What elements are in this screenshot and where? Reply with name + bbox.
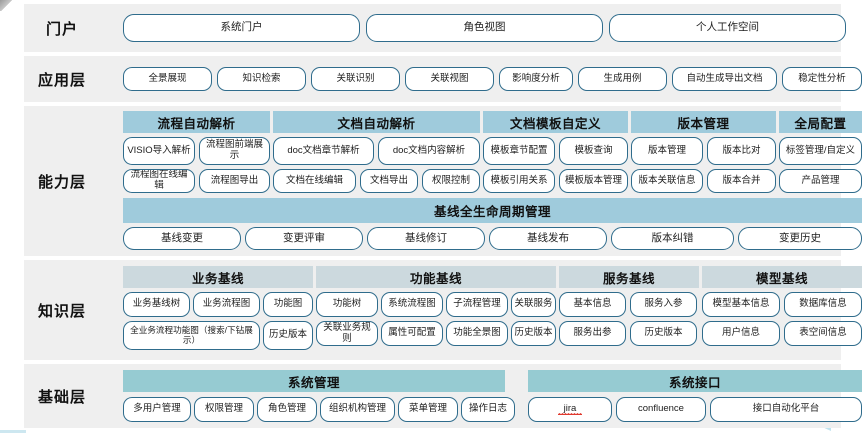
- application-item-3[interactable]: 关联视图: [405, 67, 494, 91]
- capability-item-1-1[interactable]: doc文档内容解析: [378, 137, 480, 165]
- knowledge-item-1-0[interactable]: 功能树: [316, 292, 378, 317]
- capability-lifecycle-item-4[interactable]: 版本纠错: [611, 227, 734, 250]
- foundation-group-header-1: 系统接口: [528, 370, 862, 392]
- layer-body-application: 全景展现 知识检索 关联识别 关联视图 影响度分析 生成用例 自动生成导出文档 …: [100, 56, 862, 102]
- portal-item-2[interactable]: 个人工作空间: [609, 14, 846, 42]
- application-item-7[interactable]: 稳定性分析: [782, 67, 862, 91]
- capability-group-header-0: 流程自动解析: [123, 111, 270, 133]
- knowledge-group-header-2: 服务基线: [559, 266, 699, 288]
- capability-item-1-2[interactable]: 文档在线编辑: [273, 169, 356, 193]
- application-item-5[interactable]: 生成用例: [578, 67, 667, 91]
- knowledge-item-3-2[interactable]: 用户信息: [702, 321, 780, 346]
- layer-body-foundation: 系统管理 系统接口 多用户管理 权限管理 角色管理 组织机构管理 菜单管理 操作…: [100, 364, 862, 428]
- capability-item-3-3[interactable]: 版本合并: [707, 169, 776, 193]
- layer-label-foundation: 基础层: [37, 388, 86, 406]
- layer-row-capability: 能力层 流程自动解析 文档自动解析 文档模板自定义 版本管理 全局配置 VISI…: [24, 106, 862, 256]
- capability-item-3-2[interactable]: 版本关联信息: [631, 169, 703, 193]
- knowledge-item-1-3[interactable]: 关联服务: [511, 292, 556, 317]
- knowledge-group-header-0: 业务基线: [123, 266, 313, 288]
- knowledge-item-0-3[interactable]: 全业务流程功能图（搜索/下钻展示）: [123, 321, 260, 350]
- capability-group-header-2: 文档模板自定义: [483, 111, 628, 133]
- knowledge-item-2-0[interactable]: 基本信息: [559, 292, 626, 317]
- application-item-1[interactable]: 知识检索: [217, 67, 306, 91]
- capability-lifecycle-item-3[interactable]: 基线发布: [489, 227, 607, 250]
- capability-lifecycle-item-5[interactable]: 变更历史: [738, 227, 862, 250]
- layer-label-knowledge: 知识层: [37, 302, 86, 320]
- capability-item-2-0[interactable]: 模板章节配置: [483, 137, 555, 165]
- knowledge-item-1-2[interactable]: 子流程管理: [446, 292, 508, 317]
- capability-lifecycle-header: 基线全生命周期管理: [123, 198, 862, 223]
- foundation-item-0-1[interactable]: 权限管理: [194, 397, 254, 422]
- layer-row-portal: 门户 系统门户 角色视图 个人工作空间: [24, 4, 846, 52]
- portal-item-0[interactable]: 系统门户: [123, 14, 360, 42]
- capability-lifecycle-item-2[interactable]: 基线修订: [367, 227, 485, 250]
- knowledge-item-0-1[interactable]: 业务流程图: [193, 292, 260, 317]
- knowledge-item-0-0[interactable]: 业务基线树: [123, 292, 190, 317]
- capability-item-2-2[interactable]: 模板引用关系: [483, 169, 555, 193]
- knowledge-item-0-4[interactable]: 历史版本: [263, 321, 313, 350]
- capability-item-4-1[interactable]: 产品管理: [779, 169, 862, 193]
- capability-lifecycle-item-0[interactable]: 基线变更: [123, 227, 241, 250]
- application-item-0[interactable]: 全景展现: [123, 67, 212, 91]
- capability-item-3-0[interactable]: 版本管理: [631, 137, 703, 165]
- knowledge-item-1-5[interactable]: 属性可配置: [381, 321, 443, 346]
- foundation-item-0-2[interactable]: 角色管理: [257, 397, 317, 422]
- capability-group-header-1: 文档自动解析: [273, 111, 480, 133]
- foundation-item-1-1[interactable]: confluence: [616, 397, 706, 422]
- knowledge-item-2-1[interactable]: 服务入参: [630, 292, 697, 317]
- corner-artifact-bottom-left: [0, 430, 26, 433]
- jira-label: jira: [563, 403, 577, 415]
- knowledge-item-3-0[interactable]: 模型基本信息: [702, 292, 780, 317]
- capability-group-header-3: 版本管理: [631, 111, 776, 133]
- capability-lifecycle-item-1[interactable]: 变更评审: [245, 227, 363, 250]
- foundation-item-1-2[interactable]: 接口自动化平台: [710, 397, 862, 422]
- foundation-group-header-0: 系统管理: [123, 370, 505, 392]
- layer-body-capability: 流程自动解析 文档自动解析 文档模板自定义 版本管理 全局配置 VISIO导入解…: [100, 106, 862, 256]
- knowledge-item-3-1[interactable]: 数据库信息: [784, 292, 862, 317]
- knowledge-item-2-3[interactable]: 历史版本: [630, 321, 697, 346]
- knowledge-group-header-3: 模型基线: [702, 266, 862, 288]
- layer-row-knowledge: 知识层 业务基线 功能基线 服务基线 模型基线 业务基线树 业务流程图 功能图 …: [24, 260, 862, 360]
- capability-item-2-3[interactable]: 模板版本管理: [559, 169, 628, 193]
- capability-item-1-4[interactable]: 权限控制: [422, 169, 480, 193]
- capability-item-3-1[interactable]: 版本比对: [707, 137, 776, 165]
- foundation-item-1-0[interactable]: jira: [528, 397, 612, 422]
- spellcheck-underline-icon: [558, 412, 582, 415]
- application-item-2[interactable]: 关联识别: [311, 67, 400, 91]
- layer-row-application: 应用层 全景展现 知识检索 关联识别 关联视图 影响度分析 生成用例 自动生成导…: [24, 56, 862, 102]
- foundation-item-0-3[interactable]: 组织机构管理: [320, 397, 395, 422]
- capability-item-1-0[interactable]: doc文档章节解析: [273, 137, 374, 165]
- capability-item-0-2[interactable]: 流程图在线编辑: [123, 169, 195, 193]
- application-item-6[interactable]: 自动生成导出文档: [672, 67, 777, 91]
- knowledge-item-1-4[interactable]: 关联业务规则: [316, 321, 378, 346]
- corner-artifact-top-left: [0, 0, 16, 11]
- capability-item-4-0[interactable]: 标签管理/自定义: [779, 137, 862, 165]
- foundation-item-0-0[interactable]: 多用户管理: [123, 397, 191, 422]
- knowledge-item-1-1[interactable]: 系统流程图: [381, 292, 443, 317]
- layer-label-portal: 门户: [45, 20, 78, 38]
- knowledge-item-3-3[interactable]: 表空间信息: [784, 321, 862, 346]
- capability-item-0-1[interactable]: 流程图前端展示: [199, 137, 270, 165]
- foundation-item-0-4[interactable]: 菜单管理: [398, 397, 458, 422]
- knowledge-item-2-2[interactable]: 服务出参: [559, 321, 626, 346]
- knowledge-item-1-6[interactable]: 功能全景图: [446, 321, 508, 346]
- layer-body-portal: 系统门户 角色视图 个人工作空间: [100, 4, 846, 52]
- layer-label-capability: 能力层: [37, 173, 86, 191]
- application-item-4[interactable]: 影响度分析: [499, 67, 573, 91]
- layer-body-knowledge: 业务基线 功能基线 服务基线 模型基线 业务基线树 业务流程图 功能图 全业务流…: [100, 260, 862, 360]
- layer-row-foundation: 基础层 系统管理 系统接口 多用户管理 权限管理 角色管理 组织机构管理 菜单管…: [24, 364, 862, 428]
- capability-item-0-0[interactable]: VISIO导入解析: [123, 137, 195, 165]
- capability-group-header-4: 全局配置: [779, 111, 862, 133]
- capability-item-2-1[interactable]: 模板查询: [559, 137, 628, 165]
- portal-item-1[interactable]: 角色视图: [366, 14, 603, 42]
- knowledge-group-header-1: 功能基线: [316, 266, 556, 288]
- knowledge-item-0-2[interactable]: 功能图: [263, 292, 313, 317]
- layer-label-application: 应用层: [37, 71, 86, 89]
- capability-item-1-3[interactable]: 文档导出: [360, 169, 418, 193]
- foundation-item-0-5[interactable]: 操作日志: [461, 397, 515, 422]
- knowledge-item-1-7[interactable]: 历史版本: [511, 321, 556, 346]
- capability-item-0-3[interactable]: 流程图导出: [199, 169, 270, 193]
